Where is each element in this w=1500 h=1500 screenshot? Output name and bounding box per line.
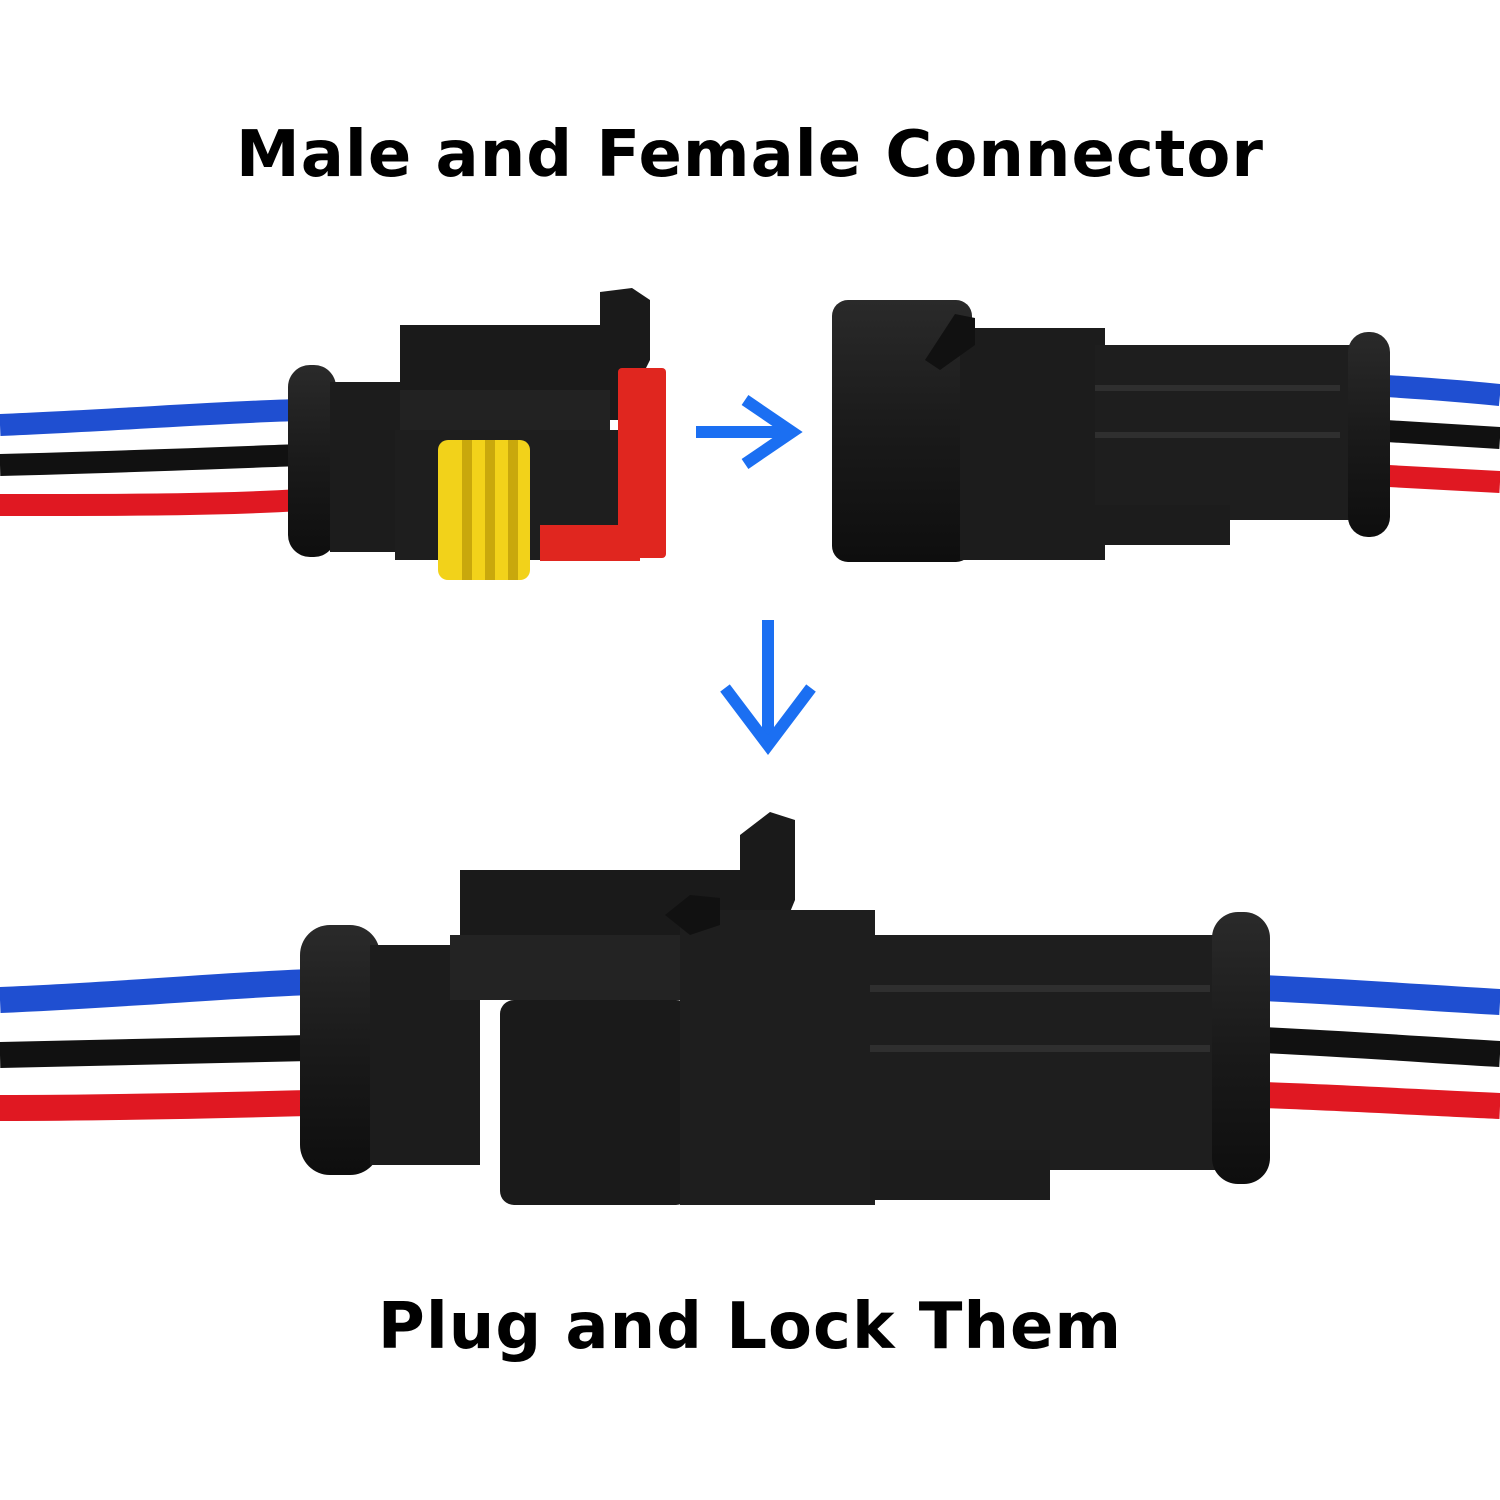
down-arrow-icon <box>720 620 816 755</box>
wire-black <box>0 444 301 476</box>
female-connector <box>0 288 666 580</box>
caption: Plug and Lock Them <box>377 1290 1123 1364</box>
wire-red <box>0 1090 311 1121</box>
wire-blue <box>0 399 301 436</box>
heading: Male and Female Connector <box>236 118 1264 192</box>
wire-black <box>1261 1027 1500 1067</box>
wire-red <box>1261 1082 1500 1119</box>
right-arrow-icon <box>696 395 803 469</box>
assembled-connector <box>0 812 1500 1205</box>
wire-blue <box>1261 975 1500 1015</box>
wire-black <box>0 1035 311 1068</box>
male-connector <box>832 300 1500 562</box>
wire-blue <box>0 969 311 1013</box>
wire-red <box>0 489 301 516</box>
